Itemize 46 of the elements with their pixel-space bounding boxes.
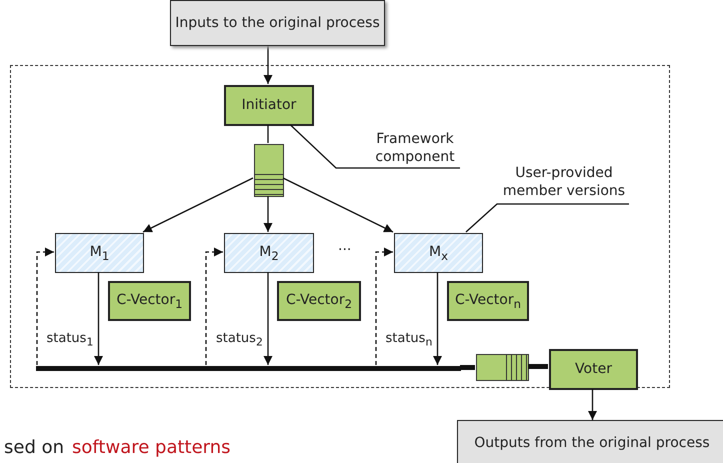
box-label: Inputs to the original process xyxy=(175,14,380,32)
ellipsis-text: ... xyxy=(338,238,352,254)
edge-label: status$_{n}$ xyxy=(386,330,432,348)
bus-line xyxy=(460,365,475,370)
caption-text: sed on xyxy=(4,437,64,458)
arrow xyxy=(264,196,272,232)
component-box xyxy=(447,281,529,321)
dashed-frame xyxy=(10,65,670,388)
component-box xyxy=(108,281,191,321)
arrow xyxy=(588,389,597,420)
edge-label: status$_{2}$ xyxy=(216,330,263,348)
member-box xyxy=(224,233,314,273)
arrow xyxy=(282,177,394,233)
arrow xyxy=(433,272,442,365)
callout-text: User-provided member versions xyxy=(498,165,630,205)
component-box xyxy=(224,85,314,126)
process-box xyxy=(457,420,723,463)
member-name: M$_{2}$ xyxy=(259,244,279,262)
box-label: C-Vector$_{2}$ xyxy=(286,292,352,310)
arrow xyxy=(264,46,272,84)
member-box xyxy=(55,233,144,273)
member-name: M$_{1}$ xyxy=(90,244,110,262)
component-box xyxy=(549,349,638,390)
bus-line xyxy=(528,364,548,369)
arrow xyxy=(264,272,272,365)
box-label: Initiator xyxy=(242,97,296,114)
member-name: M$_{x}$ xyxy=(429,244,448,262)
arrow xyxy=(36,248,54,365)
box-label: Outputs from the original process xyxy=(474,434,710,452)
arrow xyxy=(142,177,254,233)
box-label: Voter xyxy=(575,361,612,378)
edge-label: status$_{1}$ xyxy=(46,330,94,348)
box-label: C-Vector$_{n}$ xyxy=(454,292,521,310)
queue-icon xyxy=(476,354,529,381)
arrow xyxy=(205,248,223,365)
box-label: C-Vector$_{1}$ xyxy=(116,292,183,310)
leader-line xyxy=(466,203,629,232)
arrow xyxy=(375,248,393,365)
queue-icon xyxy=(254,144,284,197)
process-box xyxy=(170,0,385,46)
component-box xyxy=(277,281,361,321)
arrow xyxy=(94,272,103,365)
link-text: software patterns xyxy=(72,437,231,458)
callout-text: Framework component xyxy=(369,131,461,169)
member-box xyxy=(394,233,483,273)
leader-line xyxy=(290,124,460,169)
